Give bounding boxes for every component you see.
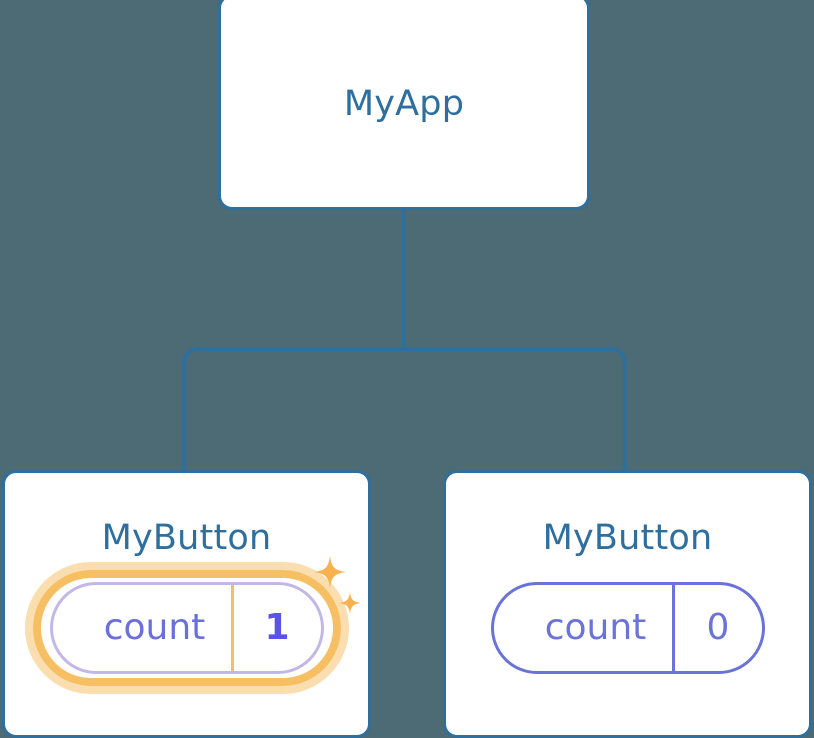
state-key-label: count bbox=[103, 607, 206, 648]
component-node-title: MyButton bbox=[101, 518, 272, 558]
state-pill-highlighted[interactable]: count 1 bbox=[24, 556, 361, 694]
state-key-label: count bbox=[544, 607, 647, 648]
state-highlight-halo bbox=[24, 562, 349, 694]
state-pill[interactable]: count 0 bbox=[490, 582, 765, 674]
component-node-myapp[interactable]: MyApp bbox=[218, 0, 590, 210]
state-value-label: 1 bbox=[230, 585, 321, 671]
connector-bus-right bbox=[404, 347, 627, 472]
state-highlight-ring bbox=[32, 570, 341, 686]
connector-bus-left bbox=[182, 347, 404, 472]
component-node-title: MyApp bbox=[343, 83, 465, 124]
state-pill[interactable]: count 1 bbox=[49, 582, 324, 674]
state-pill-plain[interactable]: count 0 bbox=[490, 582, 765, 674]
component-node-mybutton-left[interactable]: MyButton count 1 bbox=[2, 470, 371, 738]
component-node-title: MyButton bbox=[542, 518, 713, 558]
state-value-label: 0 bbox=[671, 585, 762, 671]
component-node-mybutton-right[interactable]: MyButton count 0 bbox=[443, 470, 812, 738]
